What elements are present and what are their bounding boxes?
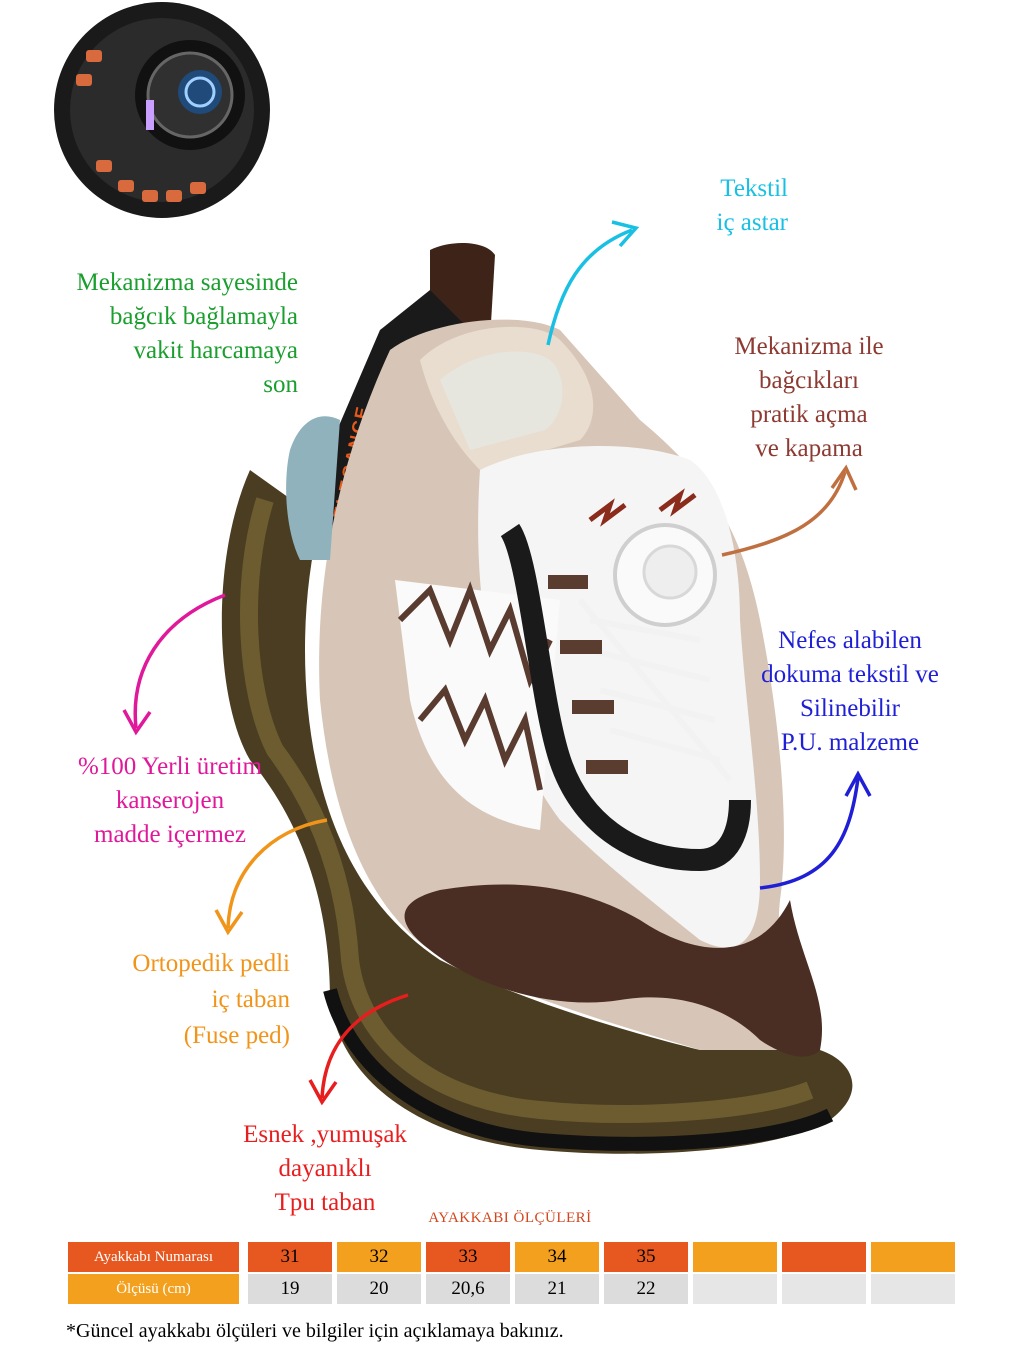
measure-cell bbox=[871, 1274, 955, 1304]
size-cell bbox=[782, 1242, 866, 1272]
size-cell bbox=[871, 1242, 955, 1272]
callout-breathable: Nefes alabilen dokuma tekstil ve Silineb… bbox=[761, 627, 939, 756]
measure-cell: 20 bbox=[337, 1274, 421, 1304]
callout-orthopedic: Ortopedik pedli iç taban (Fuse ped) bbox=[132, 950, 290, 1049]
size-row-label: Ayakkabı Numarası bbox=[68, 1242, 239, 1272]
arrow-orthopedic bbox=[226, 818, 328, 929]
measure-cell bbox=[782, 1274, 866, 1304]
measure-cell: 22 bbox=[604, 1274, 688, 1304]
size-cell: 35 bbox=[604, 1242, 688, 1272]
callout-mechanism-open-close: Mekanizma ile bağcıkları pratik açma ve … bbox=[734, 333, 884, 462]
size-row: Ayakkabı Numarası 31 32 33 34 35 bbox=[68, 1242, 960, 1272]
measure-cell bbox=[693, 1274, 777, 1304]
measure-cell: 19 bbox=[248, 1274, 332, 1304]
size-cell bbox=[693, 1242, 777, 1272]
measure-row: Ölçüsü (cm) 19 20 20,6 21 22 bbox=[68, 1274, 960, 1304]
arrow-textile-lining bbox=[546, 228, 633, 346]
arrow-breathable bbox=[759, 777, 860, 890]
arrow-mechanism bbox=[721, 471, 847, 557]
arrow-flexible-sole bbox=[320, 993, 409, 1099]
footnote: *Güncel ayakkabı ölçüleri ve bilgiler iç… bbox=[66, 1320, 564, 1342]
size-cell: 32 bbox=[337, 1242, 421, 1272]
measure-cell: 20,6 bbox=[426, 1274, 510, 1304]
arrow-local-production bbox=[133, 593, 226, 729]
callout-textile-lining: Tekstil iç astar bbox=[716, 175, 788, 236]
callout-local-production: %100 Yerli üretim kanserojen madde içerm… bbox=[77, 753, 263, 848]
size-table-title: AYAKKABI ÖLÇÜLERİ bbox=[428, 1210, 592, 1226]
measure-row-label: Ölçüsü (cm) bbox=[68, 1274, 239, 1304]
knob-closeup-image bbox=[54, 2, 270, 218]
size-cell: 33 bbox=[426, 1242, 510, 1272]
callout-flexible-sole: Esnek ,yumuşak dayanıklı Tpu taban bbox=[243, 1121, 407, 1216]
callout-mechanism-time: Mekanizma sayesinde bağcık bağlamayla va… bbox=[76, 269, 298, 398]
callout-arrows bbox=[122, 220, 872, 1106]
size-cell: 31 bbox=[248, 1242, 332, 1272]
size-cell: 34 bbox=[515, 1242, 599, 1272]
measure-cell: 21 bbox=[515, 1274, 599, 1304]
shoe-illustration: ELEGANCE bbox=[54, 2, 853, 1154]
